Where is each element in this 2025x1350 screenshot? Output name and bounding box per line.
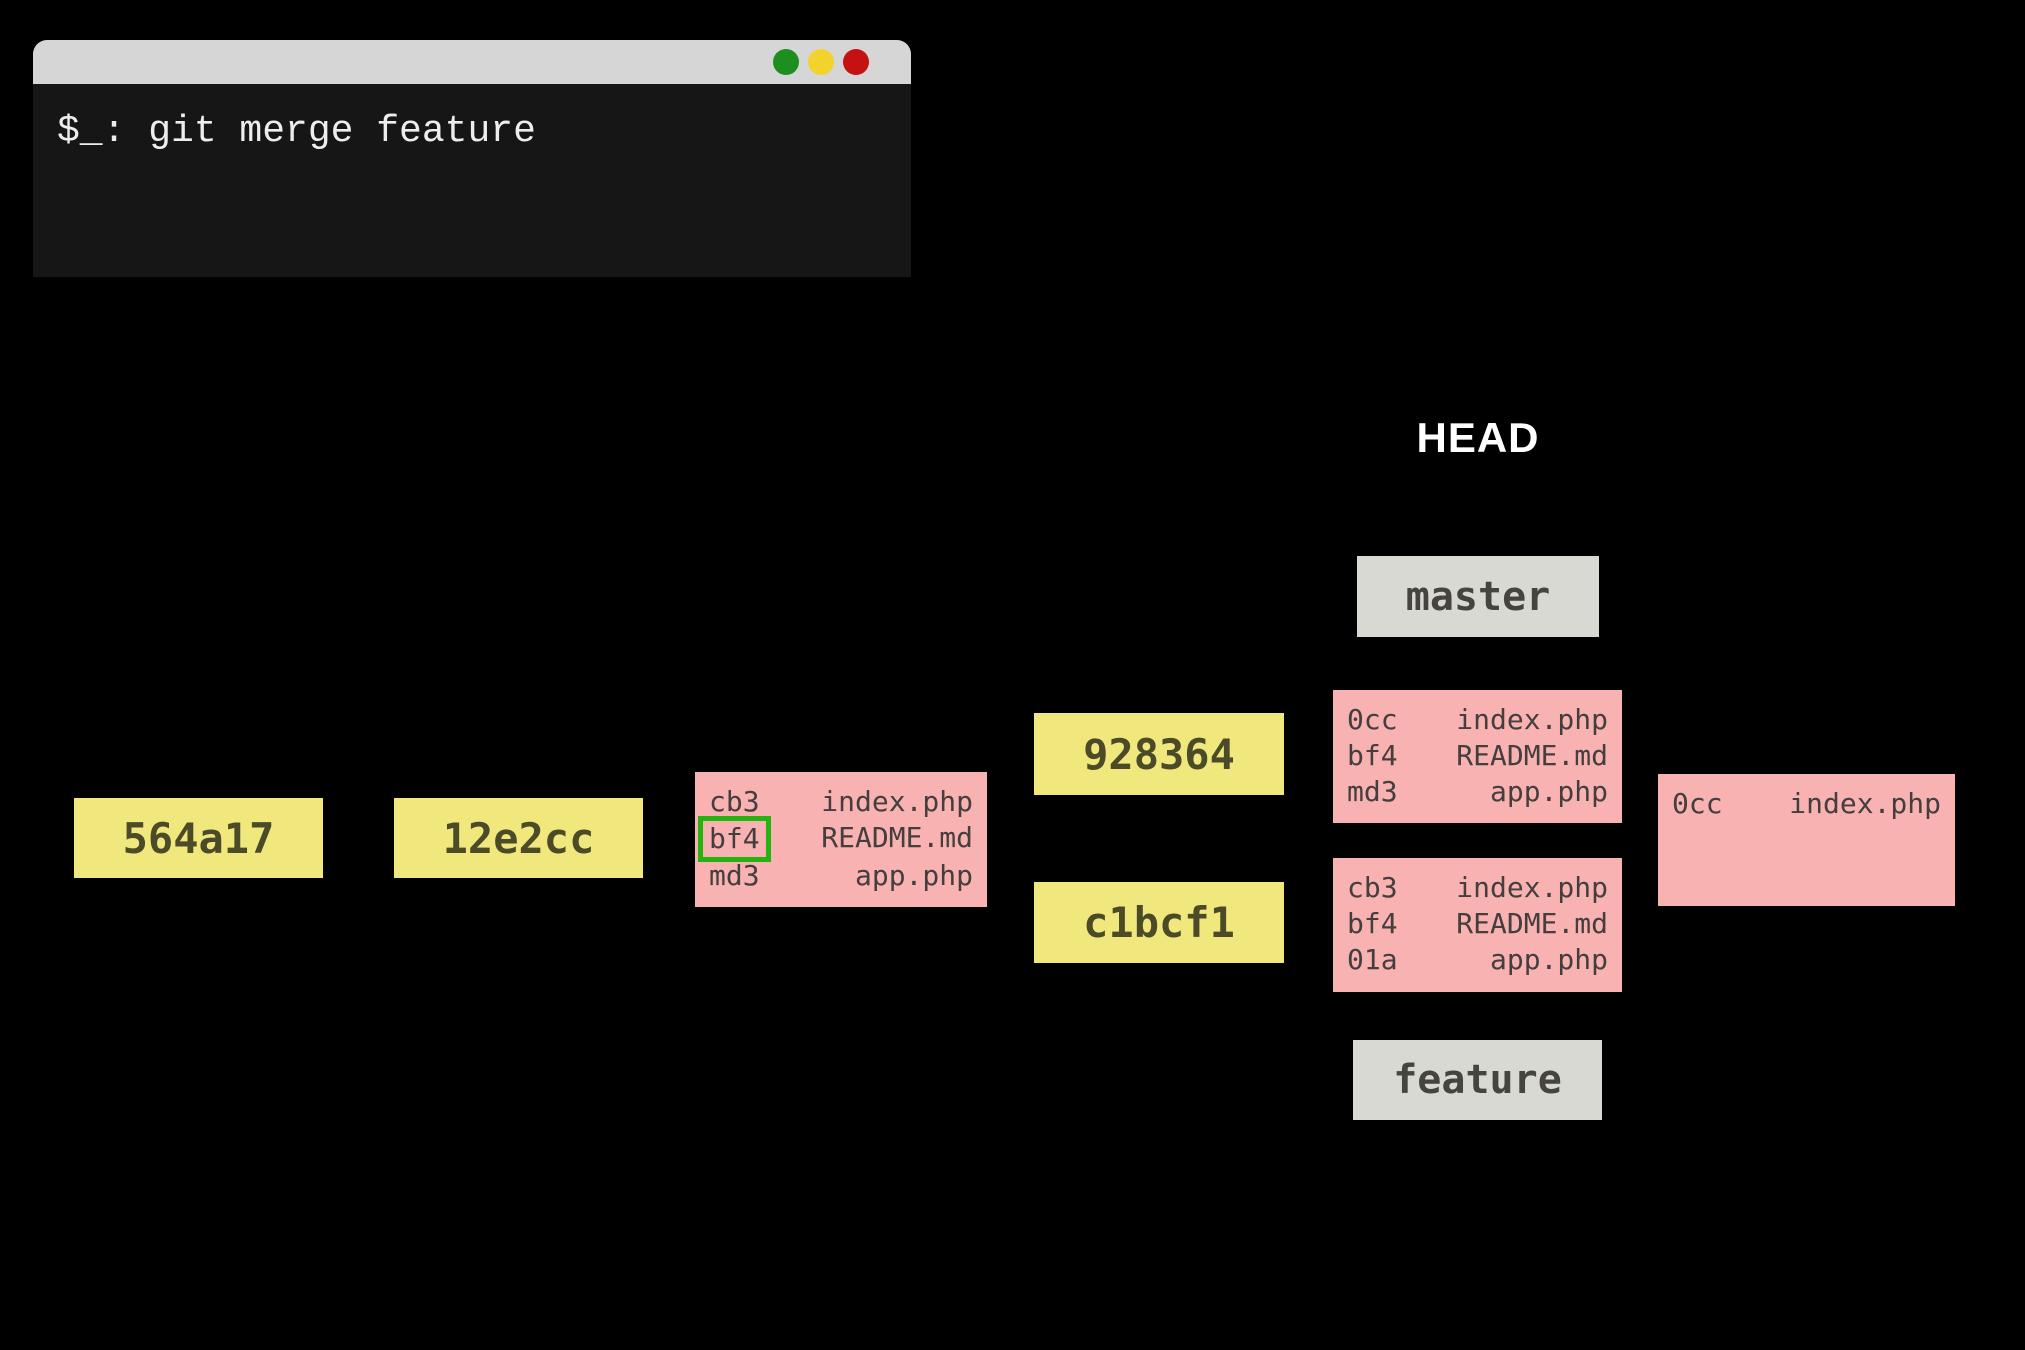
blob-hash: 0cc: [1347, 703, 1398, 736]
file-name: index.php: [1456, 703, 1608, 736]
file-name: index.php: [1456, 871, 1608, 904]
tree-row: 01a app.php: [1347, 942, 1608, 978]
window-control-red-icon[interactable]: [843, 49, 869, 75]
blob-hash: md3: [1347, 775, 1398, 808]
commit-box-c1bcf1: c1bcf1: [1034, 882, 1284, 963]
file-name: README.md: [1456, 907, 1608, 940]
file-name: app.php: [1489, 775, 1608, 808]
terminal-titlebar: [33, 40, 911, 84]
blob-hash: bf4: [1347, 907, 1398, 940]
blob-hash: bf4: [1347, 739, 1398, 772]
tree-row: md3 app.php: [709, 858, 973, 894]
commit-box-564a17: 564a17: [74, 798, 323, 878]
blob-hash: 0cc: [1672, 787, 1723, 820]
blob-hash: cb3: [1347, 871, 1398, 904]
tree-box-master: 0cc index.php bf4 README.md md3 app.php: [1333, 690, 1622, 823]
tree-box-feature: cb3 index.php bf4 README.md 01a app.php: [1333, 858, 1622, 992]
file-name: index.php: [821, 785, 973, 818]
file-name: app.php: [854, 859, 973, 892]
window-control-green-icon[interactable]: [773, 49, 799, 75]
tree-row: bf4 README.md: [1347, 738, 1608, 774]
blob-hash: 01a: [1347, 943, 1398, 976]
commit-box-12e2cc: 12e2cc: [394, 798, 643, 878]
branch-label-feature: feature: [1353, 1040, 1602, 1120]
commit-box-928364: 928364: [1034, 713, 1284, 795]
blob-hash-highlighted: bf4: [698, 816, 771, 862]
file-name: README.md: [821, 821, 973, 854]
terminal-command: $_: git merge feature: [57, 110, 536, 153]
tree-row: cb3 index.php: [709, 784, 973, 820]
tree-row: bf4 README.md: [1347, 906, 1608, 942]
terminal-body: $_: git merge feature: [33, 84, 911, 277]
terminal-window: $_: git merge feature: [33, 40, 911, 277]
branch-label-master: master: [1357, 556, 1599, 637]
blob-hash: cb3: [709, 785, 760, 818]
blob-hash: md3: [709, 859, 760, 892]
tree-row: md3 app.php: [1347, 774, 1608, 810]
tree-row: bf4 README.md: [698, 816, 973, 862]
tree-row: cb3 index.php: [1347, 870, 1608, 906]
window-control-yellow-icon[interactable]: [808, 49, 834, 75]
tree-box-shared-history: cb3 index.php bf4 README.md md3 app.php: [695, 772, 987, 907]
file-name: index.php: [1789, 787, 1941, 820]
tree-row: 0cc index.php: [1672, 786, 1941, 822]
tree-row: 0cc index.php: [1347, 702, 1608, 738]
file-name: app.php: [1489, 943, 1608, 976]
head-label: HEAD: [1416, 414, 1540, 461]
tree-box-merge-result: 0cc index.php: [1658, 774, 1955, 906]
file-name: README.md: [1456, 739, 1608, 772]
